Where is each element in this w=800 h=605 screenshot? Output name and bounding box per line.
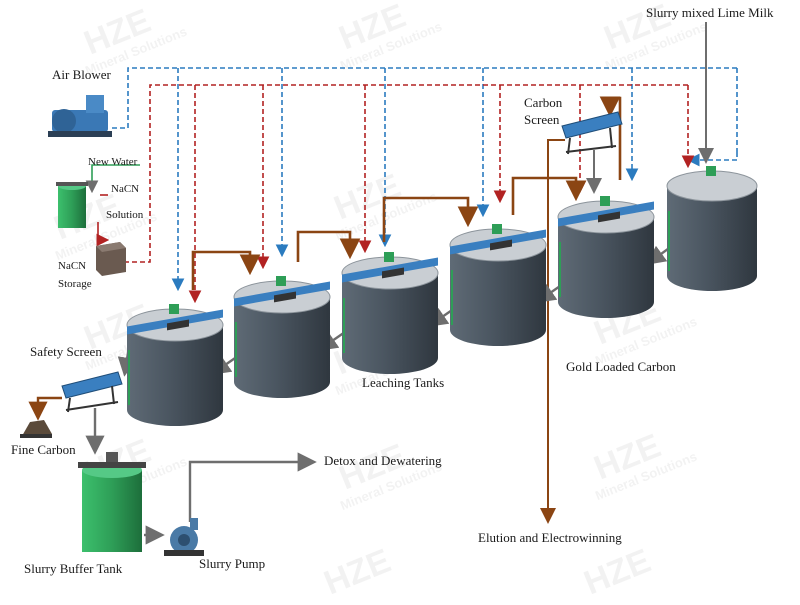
leaching-tank	[666, 166, 758, 291]
leaching-tank	[233, 276, 331, 398]
gold-loaded-carbon-label: Gold Loaded Carbon	[566, 359, 676, 374]
nacn-label: NaCN	[111, 183, 139, 195]
leaching-tank	[341, 252, 439, 374]
carbon-screen-label-2: Screen	[524, 112, 560, 127]
carbon-screen-label-1: Carbon	[524, 95, 563, 110]
fine-carbon-label: Fine Carbon	[11, 442, 76, 457]
leaching-tank	[126, 304, 224, 426]
slurry-pump	[164, 518, 204, 556]
safety-screen	[61, 371, 123, 413]
slurry-lime-label: Slurry mixed Lime Milk	[646, 5, 774, 20]
carbon-screen	[561, 111, 623, 155]
svg-text:HZE: HZE	[579, 542, 656, 600]
slurry-pump-label: Slurry Pump	[199, 556, 265, 571]
nacn-storage-label-2: Storage	[58, 278, 92, 290]
nacn-distribution-lines	[124, 84, 695, 304]
carbon-transfer-lines	[191, 96, 622, 290]
elution-label: Elution and Electrowinning	[478, 530, 622, 545]
leaching-tanks-label: Leaching Tanks	[362, 375, 444, 390]
air-blower-label: Air Blower	[52, 67, 112, 82]
reagent-mixing-tank	[56, 182, 88, 228]
detox-label: Detox and Dewatering	[324, 453, 442, 468]
nacn-storage-label-1: NaCN	[58, 260, 86, 272]
nacn-storage-box	[96, 242, 126, 276]
slurry-buffer-tank	[78, 452, 146, 552]
air-blower	[48, 95, 112, 137]
new-water-label: New Water	[88, 156, 138, 168]
fine-carbon-pile	[20, 420, 52, 438]
reagent-lines	[85, 164, 140, 247]
svg-text:HZE: HZE	[319, 542, 396, 600]
slurry-buffer-tank-label: Slurry Buffer Tank	[24, 561, 123, 576]
elution-line	[547, 139, 565, 520]
safety-screen-label: Safety Screen	[30, 344, 102, 359]
leaching-tank	[449, 224, 547, 346]
labels-layer: Air Blower New Water NaCN Solution NaCN …	[11, 5, 774, 576]
solution-label: Solution	[106, 209, 144, 221]
downstream-lines	[28, 396, 317, 545]
leaching-tank	[557, 196, 655, 318]
